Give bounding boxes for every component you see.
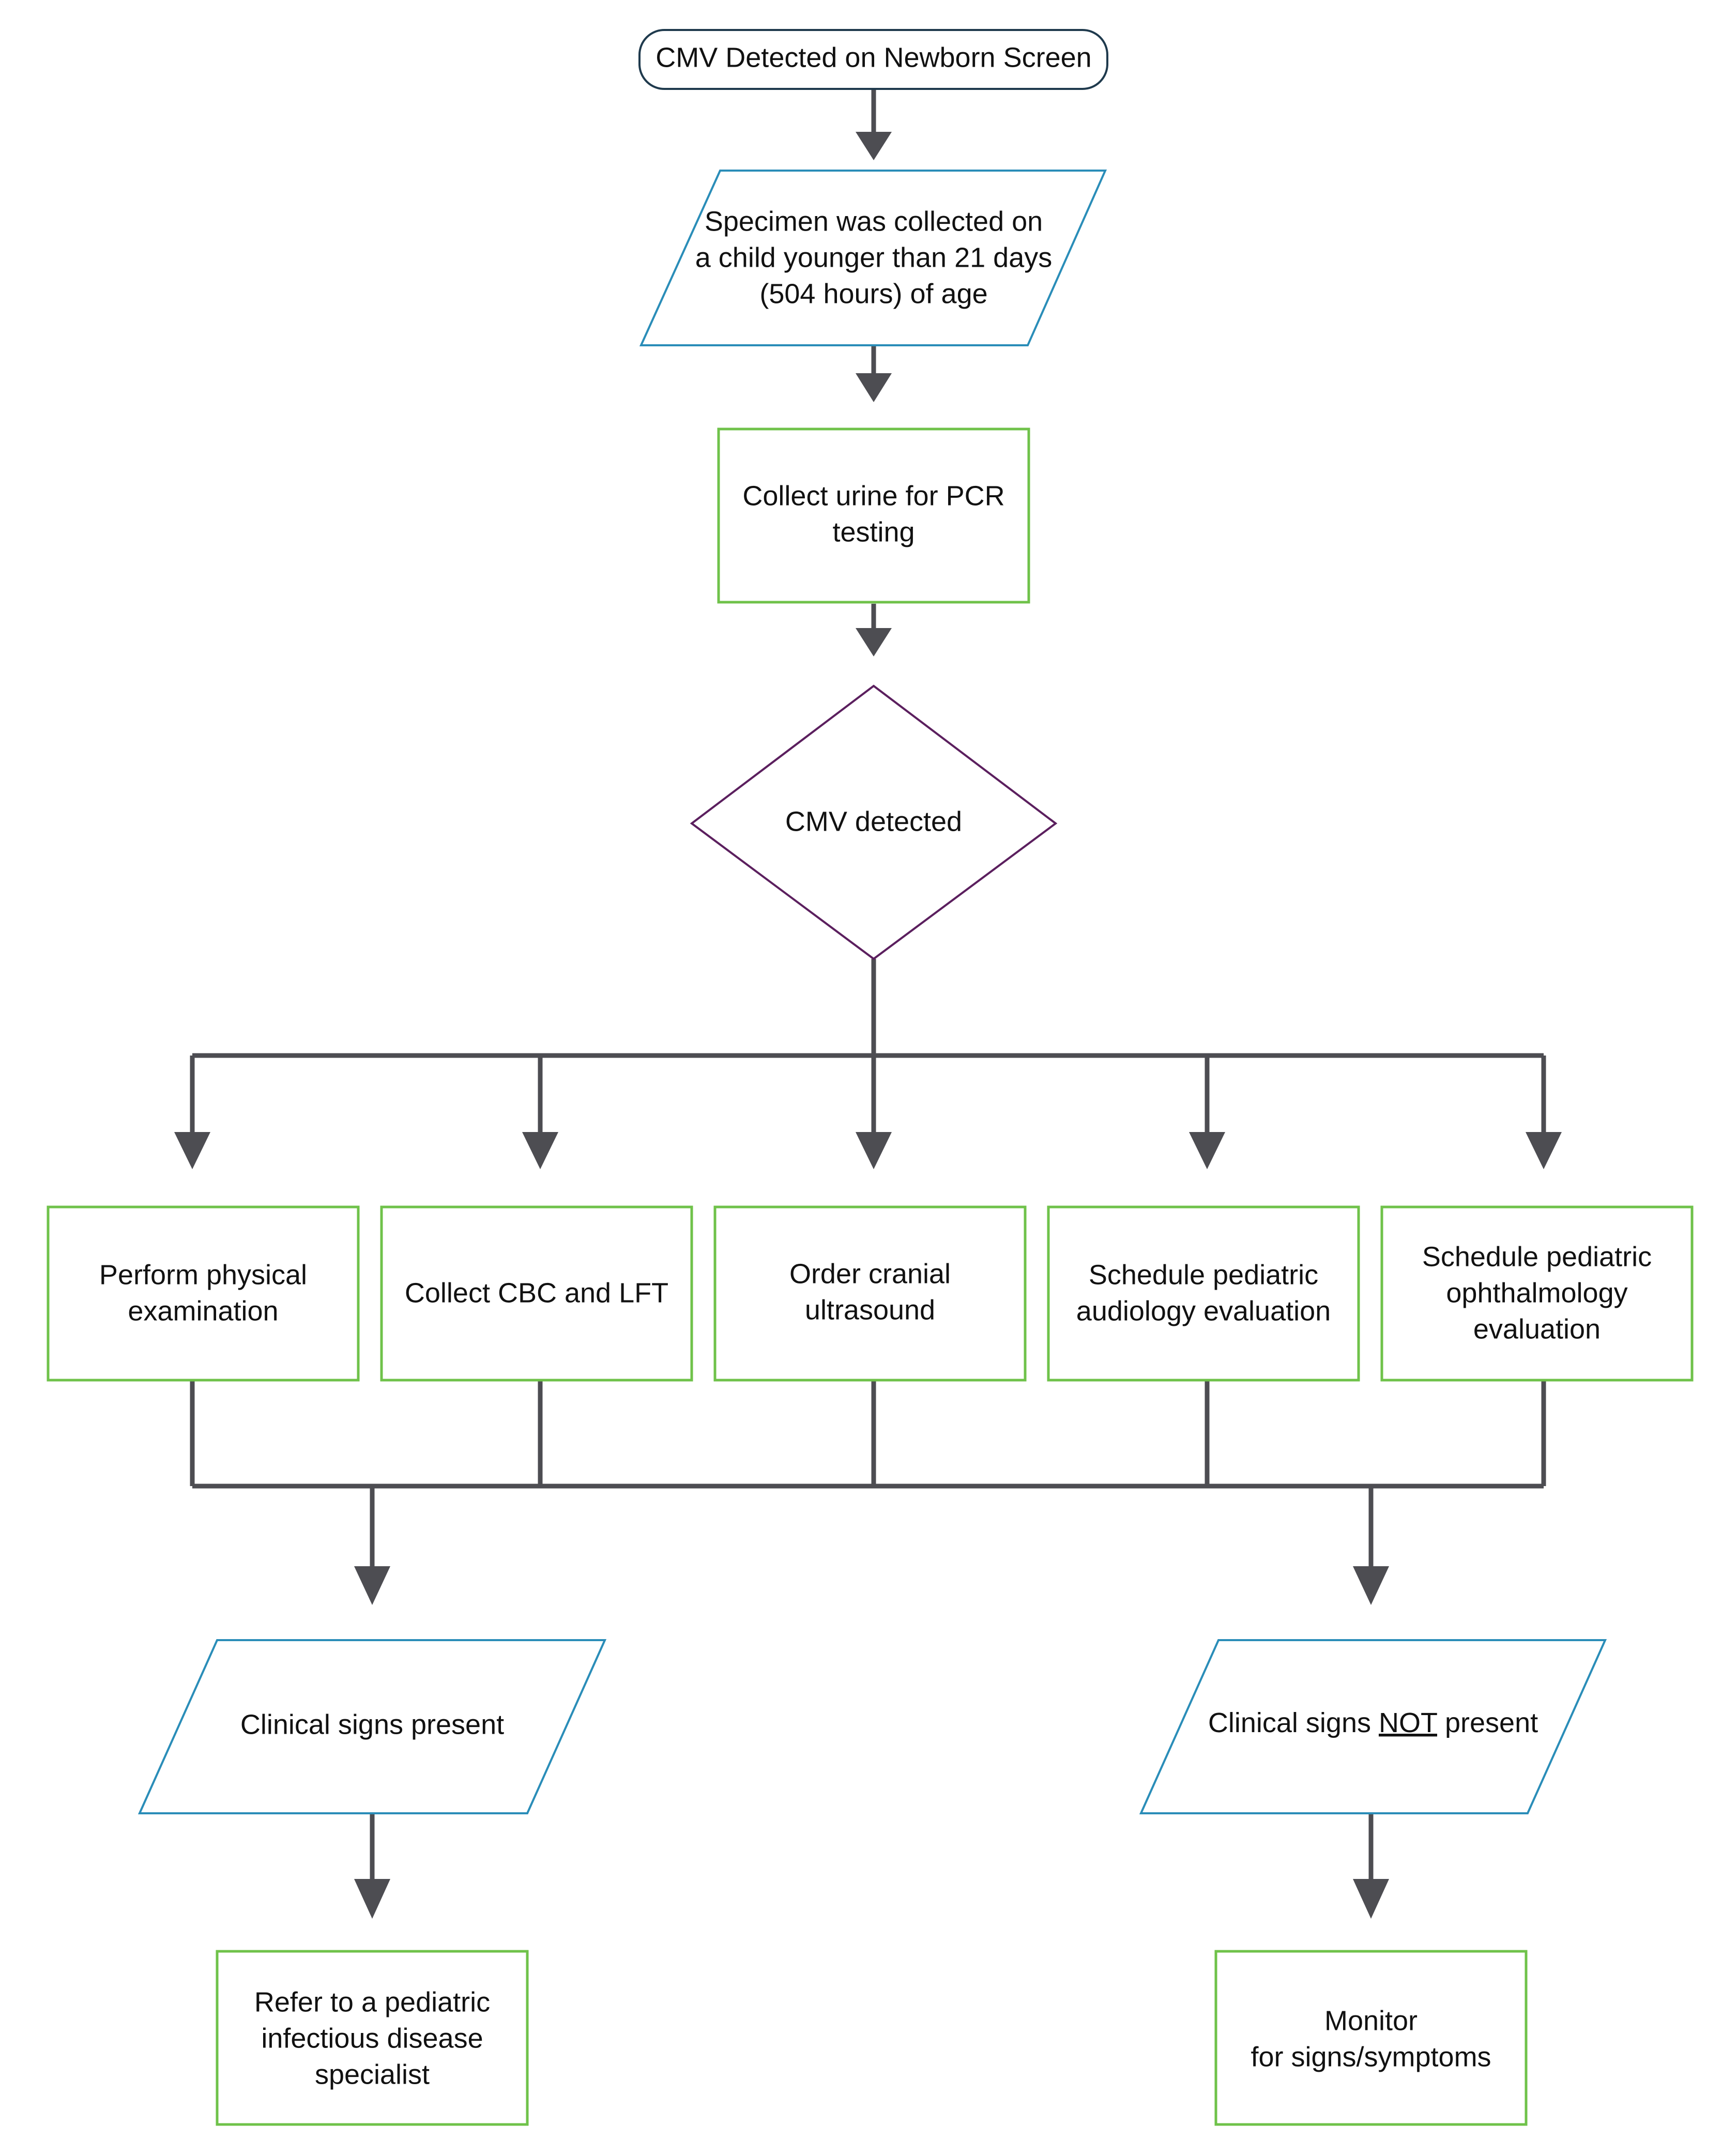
monitor-line-1: Monitor bbox=[1324, 2005, 1418, 2036]
refer-line-2: infectious disease bbox=[261, 2023, 483, 2054]
physical-exam-line-1: Perform physical bbox=[99, 1259, 307, 1290]
cranial-us-line-2: ultrasound bbox=[805, 1294, 935, 1325]
specimen-line-2: a child younger than 21 days bbox=[695, 242, 1052, 273]
signs-not-present-emphasis: NOT bbox=[1379, 1707, 1437, 1738]
signs-not-present-label: Clinical signs NOT present bbox=[1208, 1707, 1538, 1738]
arrowhead-icon bbox=[1526, 1132, 1562, 1169]
signs-present-node: Clinical signs present bbox=[138, 1639, 607, 1814]
cranial-us-line-1: Order cranial bbox=[789, 1258, 951, 1289]
cranial-us-node: Order cranial ultrasound bbox=[713, 1205, 1027, 1382]
arrowhead-icon bbox=[522, 1132, 558, 1169]
audiology-line-1: Schedule pediatric bbox=[1089, 1259, 1318, 1290]
cbc-lft-line-1: Collect CBC and LFT bbox=[405, 1277, 668, 1308]
arrowhead-icon bbox=[856, 132, 892, 160]
ophthalmology-line-1: Schedule pediatric bbox=[1422, 1241, 1652, 1272]
monitor-line-2: for signs/symptoms bbox=[1251, 2041, 1491, 2072]
collect-urine-node: Collect urine for PCR testing bbox=[717, 427, 1030, 604]
signs-not-present-suffix: present bbox=[1437, 1707, 1538, 1738]
arrowhead-icon bbox=[354, 1566, 390, 1605]
ophthalmology-node: Schedule pediatric ophthalmology evaluat… bbox=[1380, 1205, 1694, 1382]
decision-label: CMV detected bbox=[785, 806, 962, 837]
ophthalmology-line-2: ophthalmology bbox=[1446, 1277, 1627, 1308]
arrowhead-icon bbox=[856, 628, 892, 656]
physical-exam-line-2: examination bbox=[128, 1295, 278, 1326]
signs-not-present-prefix: Clinical signs bbox=[1208, 1707, 1379, 1738]
ophthalmology-line-3: evaluation bbox=[1473, 1313, 1601, 1344]
start-node: CMV Detected on Newborn Screen bbox=[638, 29, 1108, 90]
specimen-age-node: Specimen was collected on a child younge… bbox=[639, 170, 1107, 346]
connector-lines bbox=[174, 89, 1562, 1919]
arrowhead-icon bbox=[174, 1132, 210, 1169]
arrowhead-icon bbox=[1353, 1879, 1389, 1919]
monitor-node: Monitor for signs/symptoms bbox=[1214, 1950, 1528, 2126]
cmv-detected-decision: CMV detected bbox=[690, 684, 1058, 960]
specimen-line-3: (504 hours) of age bbox=[759, 278, 987, 309]
arrowhead-icon bbox=[1353, 1566, 1389, 1605]
arrowhead-icon bbox=[354, 1879, 390, 1919]
signs-present-label: Clinical signs present bbox=[240, 1709, 504, 1740]
start-label: CMV Detected on Newborn Screen bbox=[656, 42, 1091, 73]
audiology-node: Schedule pediatric audiology evaluation bbox=[1047, 1205, 1360, 1382]
collect-urine-line-1: Collect urine for PCR bbox=[742, 480, 1004, 511]
cbc-lft-node: Collect CBC and LFT bbox=[380, 1205, 693, 1382]
refer-line-1: Refer to a pediatric bbox=[254, 1986, 490, 2017]
collect-urine-line-2: testing bbox=[832, 516, 915, 547]
arrowhead-icon bbox=[856, 1132, 892, 1169]
arrowhead-icon bbox=[1189, 1132, 1225, 1169]
arrowhead-icon bbox=[856, 373, 892, 402]
physical-exam-node: Perform physical examination bbox=[47, 1205, 360, 1382]
refer-line-3: specialist bbox=[315, 2059, 430, 2090]
signs-not-present-node: Clinical signs NOT present bbox=[1139, 1639, 1607, 1814]
specimen-line-1: Specimen was collected on bbox=[705, 206, 1043, 237]
refer-specialist-node: Refer to a pediatric infectious disease … bbox=[216, 1950, 529, 2126]
audiology-line-2: audiology evaluation bbox=[1076, 1295, 1331, 1326]
